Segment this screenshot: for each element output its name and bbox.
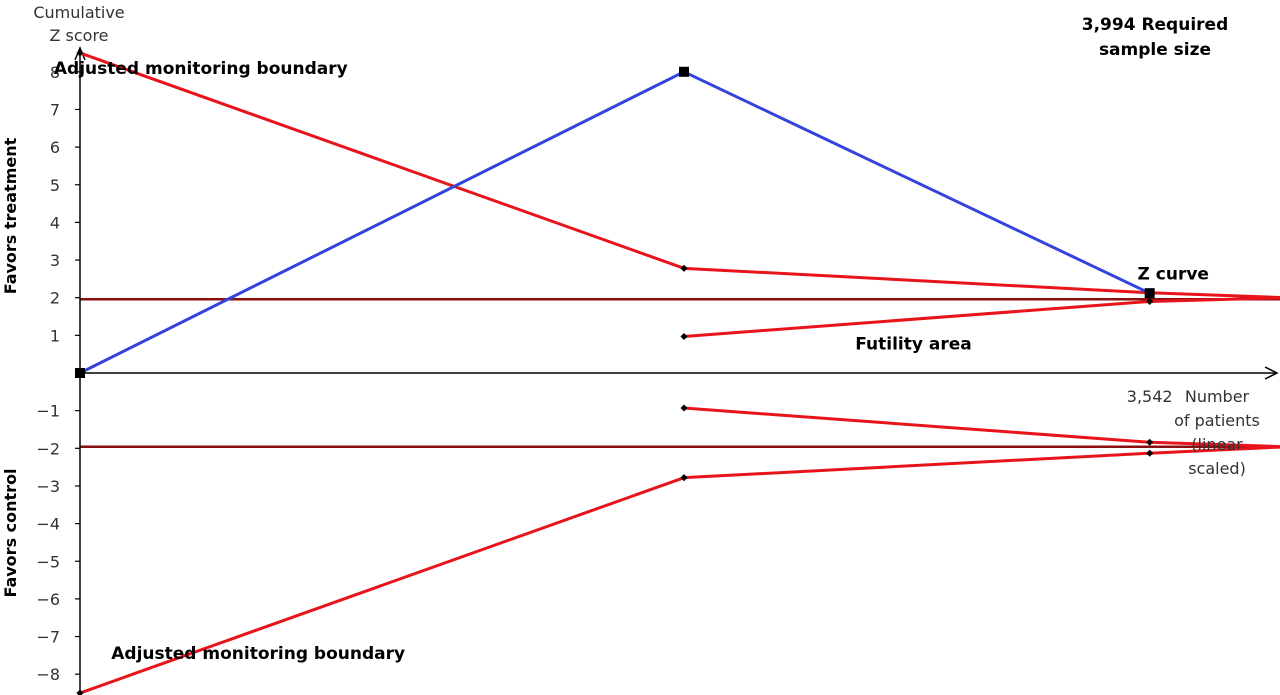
x-axis-label: of patients — [1174, 411, 1260, 430]
z-curve-point — [1144, 288, 1155, 299]
y-tick-label: 6 — [50, 138, 60, 157]
y-axis-arrow — [74, 46, 86, 61]
adjusted-monitoring-boundary-annotation: Adjusted monitoring boundary — [111, 644, 405, 664]
futility-area-point — [680, 332, 688, 341]
y-tick-label: 4 — [50, 213, 60, 232]
futility-area-point — [680, 404, 688, 412]
y-tick-label: 8 — [50, 63, 60, 82]
y-tick-label: −2 — [36, 439, 60, 458]
x-axis-label: Number — [1185, 387, 1250, 406]
favors-control-label: Favors control — [1, 468, 20, 597]
adjusted-monitoring-boundary-point — [1146, 449, 1154, 457]
y-tick-label: 5 — [50, 176, 60, 195]
y-tick-label: 7 — [50, 100, 60, 119]
x-axis-label: scaled) — [1188, 459, 1246, 478]
y-tick-label: 1 — [50, 326, 60, 345]
z-curve-point — [75, 368, 85, 378]
y-tick-label: 2 — [50, 289, 60, 308]
favors-treatment-label: Favors treatment — [1, 137, 20, 294]
futility-area-annotation: Futility area — [855, 335, 971, 355]
x-tick-label: 3,542 — [1127, 387, 1173, 406]
y-tick-label: −8 — [36, 665, 60, 684]
adjusted-monitoring-boundary-annotation: Adjusted monitoring boundary — [54, 59, 348, 79]
y-axis-label: Z score — [49, 26, 108, 45]
futility-area-line — [683, 296, 1280, 338]
adjusted-monitoring-boundary-line — [79, 445, 1280, 695]
y-tick-label: −6 — [36, 590, 60, 609]
y-tick-label: −1 — [36, 402, 60, 421]
z-curve-line — [79, 70, 1151, 375]
futility-area-point — [1146, 438, 1154, 446]
adjusted-monitoring-boundary-point — [76, 689, 84, 695]
adjusted-monitoring-boundary-line — [79, 51, 1280, 299]
adjusted-monitoring-boundary-point — [680, 264, 688, 272]
required-sample-size-label: 3,994 Required — [1082, 15, 1229, 35]
z-curve-point — [679, 66, 689, 77]
y-tick-label: −3 — [36, 477, 60, 496]
x-axis-label: (linear — [1191, 435, 1243, 454]
y-axis-label: Cumulative — [33, 3, 124, 22]
y-tick-label: −4 — [36, 515, 60, 534]
x-axis-arrow — [1264, 366, 1279, 380]
adjusted-monitoring-boundary-point — [680, 474, 688, 482]
required-sample-size-label: sample size — [1099, 40, 1211, 60]
y-tick-label: −7 — [36, 628, 60, 647]
z-curve-annotation: Z curve — [1138, 265, 1209, 285]
y-tick-label: −5 — [36, 552, 60, 571]
y-tick-label: 3 — [50, 251, 60, 270]
